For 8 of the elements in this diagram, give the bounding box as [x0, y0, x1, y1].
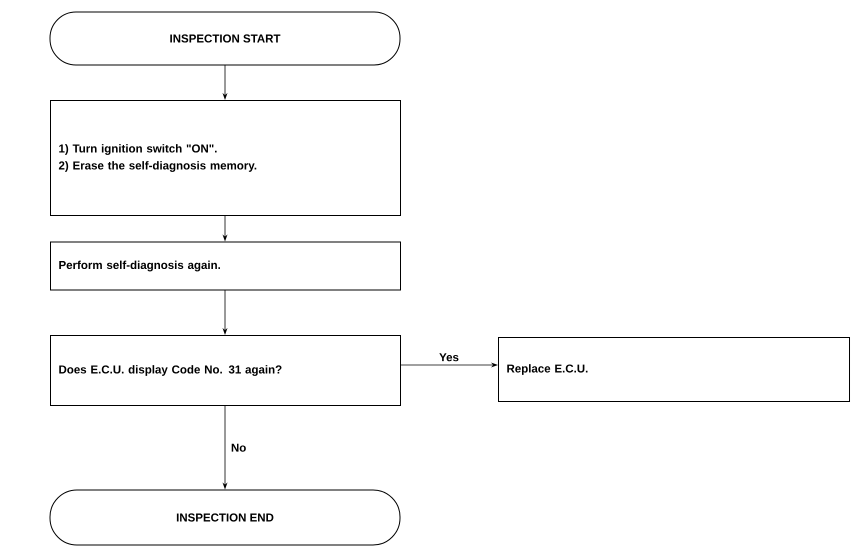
terminal-box: INSPECTION START: [50, 12, 400, 66]
edge-label: No: [229, 442, 248, 454]
process-box: Replace E.C.U.: [498, 337, 850, 402]
process-box: Does E.C.U. display Code No. 31 again?: [50, 335, 401, 406]
process-box: 1) Turn ignition switch "ON". 2) Erase the self-diagnosis memory.: [50, 100, 401, 216]
process-box: Perform self-diagnosis again.: [50, 242, 401, 290]
terminal-box: INSPECTION END: [50, 490, 400, 546]
edge-label: Yes: [438, 352, 460, 363]
